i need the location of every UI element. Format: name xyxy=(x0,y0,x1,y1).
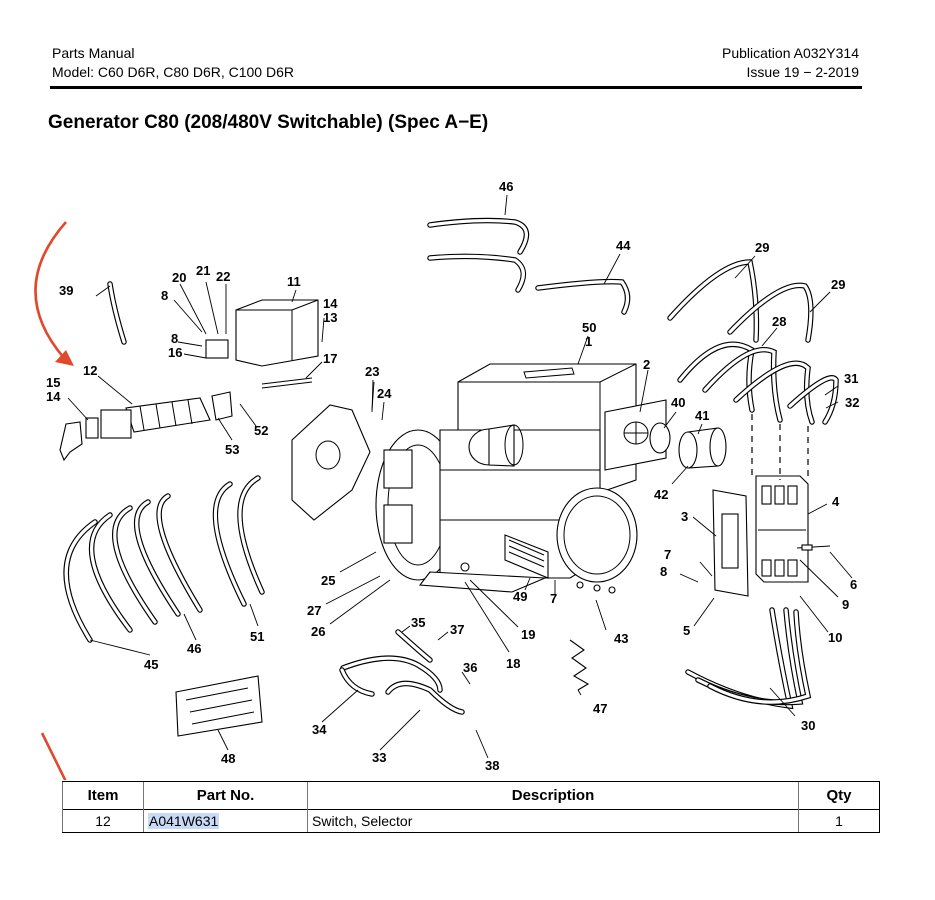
callout-18: 18 xyxy=(506,656,520,671)
callout-52: 52 xyxy=(254,423,268,438)
callout-48: 48 xyxy=(221,751,235,766)
callout-12: 12 xyxy=(83,363,97,378)
callout-35: 35 xyxy=(411,615,425,630)
callout-43: 43 xyxy=(614,631,628,646)
cables xyxy=(63,217,839,715)
callout-33: 33 xyxy=(372,750,386,765)
cell-qty: 1 xyxy=(798,809,880,833)
callout-46: 46 xyxy=(499,179,513,194)
col-header-part-no: Part No. xyxy=(143,781,308,810)
callout-5: 5 xyxy=(683,623,690,638)
callout-8: 8 xyxy=(161,288,168,303)
callout-42: 42 xyxy=(654,487,668,502)
callout-53: 53 xyxy=(225,442,239,457)
leader-lines xyxy=(67,194,853,759)
callout-25: 25 xyxy=(321,573,335,588)
callout-27: 27 xyxy=(307,603,321,618)
col-header-item: Item xyxy=(62,781,144,810)
callout-19: 19 xyxy=(521,627,535,642)
callout-51: 51 xyxy=(250,629,264,644)
annotation-arrow-straight xyxy=(40,732,67,780)
col-header-description: Description xyxy=(307,781,799,810)
header-left: Parts Manual Model: C60 D6R, C80 D6R, C1… xyxy=(52,44,294,82)
callout-2: 2 xyxy=(643,357,650,372)
callout-7: 7 xyxy=(550,591,557,606)
callout-6: 6 xyxy=(850,577,857,592)
generator-assembly xyxy=(375,363,638,594)
callout-4: 4 xyxy=(832,494,840,509)
callout-14: 14 xyxy=(46,389,61,404)
callout-9: 9 xyxy=(842,597,849,612)
callout-40: 40 xyxy=(671,395,685,410)
cell-part-no[interactable]: A041W631 xyxy=(143,809,308,833)
cell-item: 12 xyxy=(62,809,144,833)
callout-14: 14 xyxy=(323,296,338,311)
callout-49: 49 xyxy=(513,589,527,604)
callout-32: 32 xyxy=(845,395,859,410)
callout-8: 8 xyxy=(660,564,667,579)
callout-39: 39 xyxy=(59,283,73,298)
callout-numbers: 46 44 29 29 50 1 2 28 31 32 40 41 42 3 4… xyxy=(46,179,859,773)
callout-8: 8 xyxy=(171,331,178,346)
callout-36: 36 xyxy=(463,660,477,675)
callout-21: 21 xyxy=(196,263,210,278)
callout-41: 41 xyxy=(695,408,709,423)
annotation-arrowhead xyxy=(55,350,74,366)
callout-31: 31 xyxy=(844,371,858,386)
header-rule xyxy=(50,86,862,89)
model-line: Model: C60 D6R, C80 D6R, C100 D6R xyxy=(52,64,294,80)
callout-13: 13 xyxy=(323,310,337,325)
annotation-arrows xyxy=(34,221,74,780)
callout-16: 16 xyxy=(168,345,182,360)
callout-45: 45 xyxy=(144,657,158,672)
callout-10: 10 xyxy=(828,630,842,645)
callout-30: 30 xyxy=(801,718,815,733)
cell-description: Switch, Selector xyxy=(307,809,799,833)
callout-26: 26 xyxy=(311,624,325,639)
selector-switch xyxy=(125,397,211,433)
callout-3: 3 xyxy=(681,509,688,524)
fan-plate xyxy=(291,404,371,521)
callout-29: 29 xyxy=(755,240,769,255)
callout-29: 29 xyxy=(831,277,845,292)
manual-type: Parts Manual xyxy=(52,45,135,61)
header-right: Publication A032Y314 Issue 19 − 2-2019 xyxy=(722,44,859,82)
callout-38: 38 xyxy=(485,758,499,773)
callout-46: 46 xyxy=(187,641,201,656)
callout-44: 44 xyxy=(616,238,631,253)
annotation-arrow-curved xyxy=(34,221,67,359)
callout-24: 24 xyxy=(377,386,392,401)
callout-20: 20 xyxy=(172,270,186,285)
parts-table: Item Part No. Description Qty 12 A041W63… xyxy=(62,781,880,833)
callout-7: 7 xyxy=(664,547,671,562)
callout-17: 17 xyxy=(323,351,337,366)
callout-34: 34 xyxy=(312,722,327,737)
callout-23: 23 xyxy=(365,364,379,379)
callout-50: 50 xyxy=(582,320,596,335)
callout-22: 22 xyxy=(216,269,230,284)
col-header-qty: Qty xyxy=(798,781,880,810)
table-row: 12 A041W631 Switch, Selector 1 xyxy=(62,809,880,833)
publication-number: Publication A032Y314 xyxy=(722,45,859,61)
callout-11: 11 xyxy=(287,274,301,289)
selected-part-number[interactable]: A041W631 xyxy=(148,813,220,829)
callout-37: 37 xyxy=(450,622,464,637)
callout-47: 47 xyxy=(593,701,607,716)
table-header-row: Item Part No. Description Qty xyxy=(62,781,880,810)
page-title: Generator C80 (208/480V Switchable) (Spe… xyxy=(48,112,489,133)
callout-28: 28 xyxy=(772,314,786,329)
exploded-parts-diagram: 46 44 29 29 50 1 2 28 31 32 40 41 42 3 4… xyxy=(34,179,859,780)
issue-line: Issue 19 − 2-2019 xyxy=(746,64,859,80)
callout-1: 1 xyxy=(585,334,592,349)
callout-15: 15 xyxy=(46,375,60,390)
